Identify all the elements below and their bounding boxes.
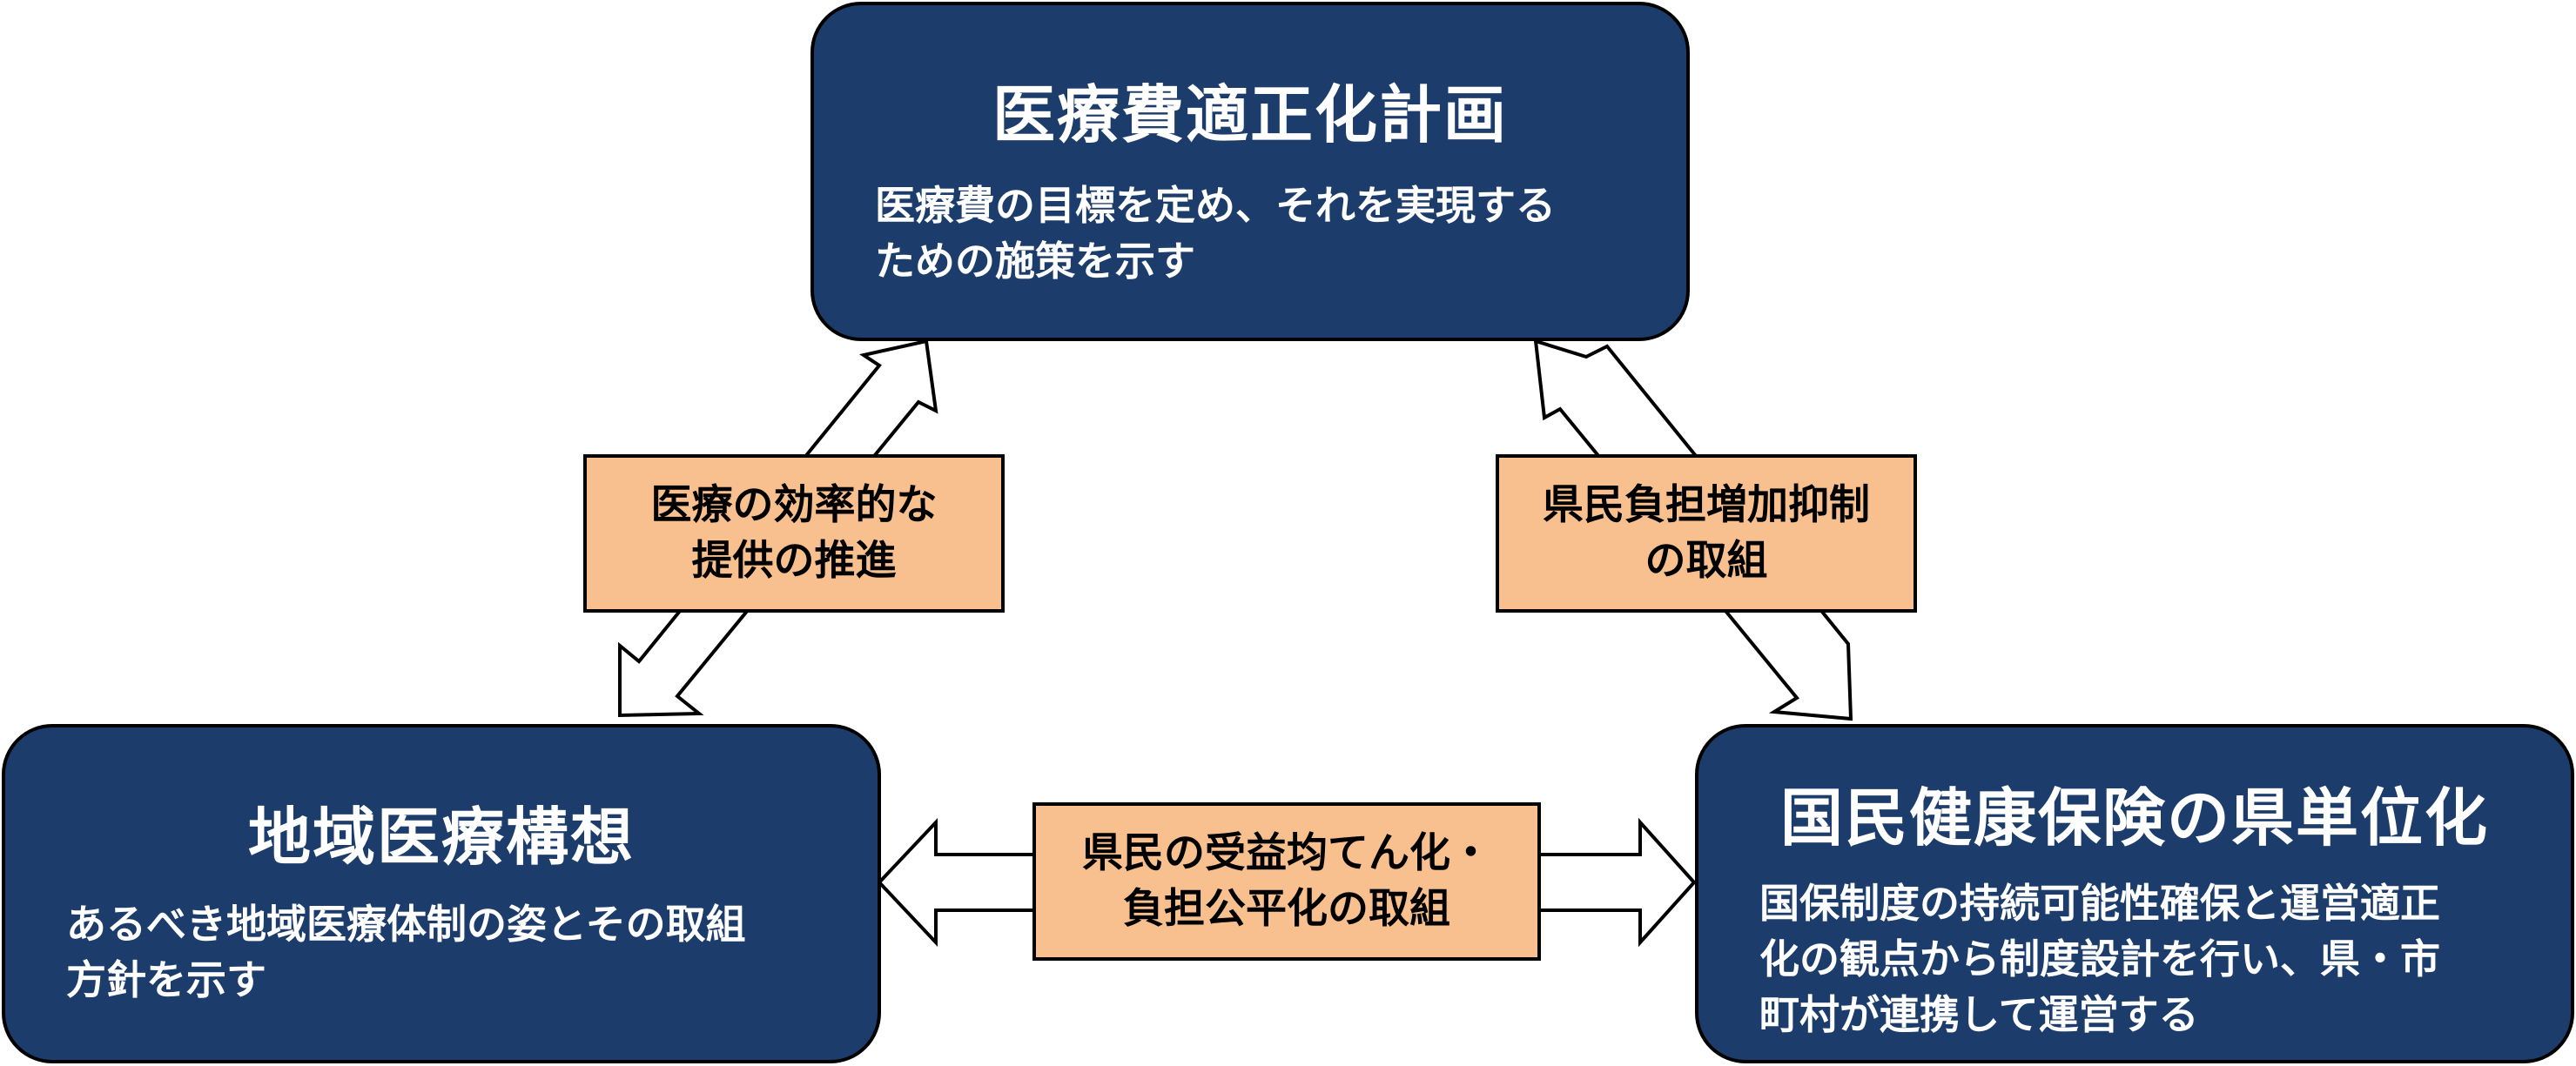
box-title: 地域医療構想 (247, 801, 635, 874)
label-line: 負担公平化の取組 (1123, 885, 1450, 933)
label-burden-suppression: 県民負担増加抑制 の取組 (1496, 454, 1917, 613)
box-description-line: 方針を示す (66, 956, 266, 1003)
box-title: 医療費適正化計画 (992, 78, 1508, 151)
label-efficient-provision: 医療の効率的な 提供の推進 (583, 454, 1005, 613)
box-regional-medical-vision: 地域医療構想 あるべき地域医療体制の姿とその取組 方針を示す (2, 724, 881, 1063)
box-description: あるべき地域医療体制の姿とその取組 方針を示す (66, 896, 746, 1008)
box-description-line: 医療費の目標を定め、それを実現する (875, 182, 1556, 229)
label-line: の取組 (1644, 537, 1768, 585)
box-description-line: あるべき地域医療体制の姿とその取組 (66, 901, 746, 948)
label-line: 医療の効率的な (650, 481, 938, 529)
box-description-line: 町村が連携して運営する (1759, 991, 2199, 1038)
label-line: 県民の受益均てん化・ (1082, 829, 1491, 877)
box-title: 国民健康保険の県単位化 (1779, 781, 2489, 855)
box-nhi-prefecture-unit: 国民健康保険の県単位化 国保制度の持続可能性確保と運営適正 化の観点から制度設計… (1695, 724, 2574, 1063)
box-description: 国保制度の持続可能性確保と運営適正 化の観点から制度設計を行い、県・市 町村が連… (1759, 875, 2440, 1043)
label-benefit-equalization: 県民の受益均てん化・ 負担公平化の取組 (1032, 802, 1541, 961)
box-medical-cost-plan: 医療費適正化計画 医療費の目標を定め、それを実現する ための施策を示す (810, 2, 1690, 341)
box-description-line: 国保制度の持続可能性確保と運営適正 (1759, 880, 2440, 927)
label-line: 提供の推進 (691, 537, 897, 585)
box-description-line: ための施策を示す (875, 238, 1195, 285)
label-line: 県民負担増加抑制 (1543, 481, 1870, 529)
box-description-line: 化の観点から制度設計を行い、県・市 (1759, 935, 2440, 982)
box-description: 医療費の目標を定め、それを実現する ための施策を示す (875, 178, 1556, 289)
